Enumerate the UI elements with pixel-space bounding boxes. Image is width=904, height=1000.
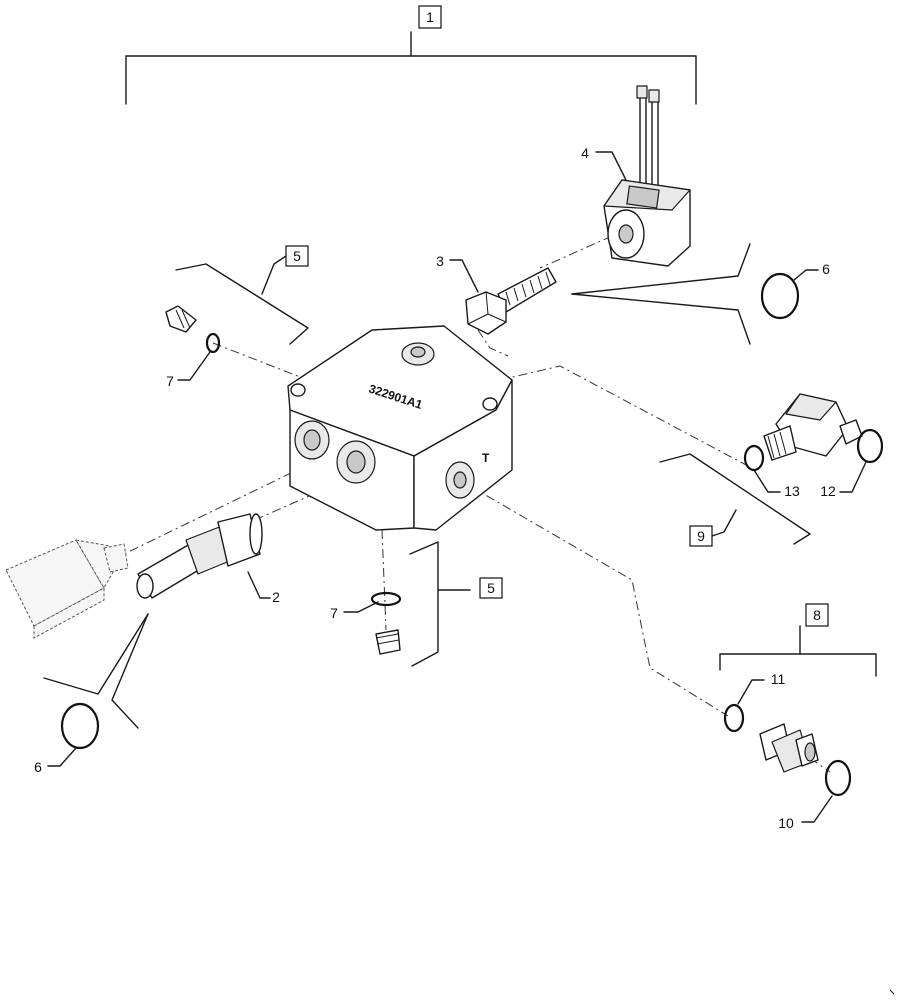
o-ring-7-top <box>205 332 221 354</box>
callout-9: 9 <box>697 528 705 544</box>
callout-6-left: 6 <box>34 759 42 775</box>
callout-8: 8 <box>813 607 821 623</box>
valve-block: 322901A1 T <box>287 325 513 531</box>
callout-11: 11 <box>771 671 786 687</box>
callout-5-upper: 5 <box>293 248 301 264</box>
o-ring-12 <box>856 428 884 464</box>
o-ring-10 <box>824 759 852 797</box>
callout-3: 3 <box>436 253 444 269</box>
callout-13-leader: 13 <box>753 469 800 499</box>
callout-5-lower-bracket: 5 <box>409 541 503 667</box>
callout-9-bracket: 9 <box>659 453 811 547</box>
sensor-ghost <box>5 539 129 639</box>
plug-bottom <box>375 629 401 655</box>
callout-7-lower: 7 <box>330 605 338 621</box>
callout-7-upper-leader: 7 <box>166 351 211 389</box>
callout-3-leader: 3 <box>436 253 479 293</box>
hex-bolt <box>465 267 557 335</box>
callout-10: 10 <box>778 815 794 831</box>
callout-12: 12 <box>820 483 836 499</box>
callout-10-leader: 10 <box>778 795 833 831</box>
o-ring-11 <box>723 703 745 733</box>
callout-4-leader: 4 <box>581 145 627 181</box>
callout-6-right: 6 <box>822 261 830 277</box>
leader-lines-6-right <box>571 243 751 345</box>
o-ring-7-bottom <box>370 591 402 607</box>
callout-13: 13 <box>784 483 800 499</box>
straight-fitting <box>759 723 819 773</box>
callout-6-right-leader: 6 <box>793 261 830 281</box>
o-ring-13 <box>743 444 765 472</box>
plug-top <box>165 305 197 333</box>
o-ring-6-left <box>60 702 100 750</box>
leader-lines-6-left <box>43 613 149 729</box>
callout-7-lower-leader: 7 <box>330 601 379 621</box>
port-marking: T <box>482 451 490 465</box>
callout-11-leader: 11 <box>737 671 786 705</box>
callout-8-bracket: 8 <box>719 603 877 677</box>
corner-mark <box>889 989 895 995</box>
callout-5-lower: 5 <box>487 580 495 596</box>
o-ring-6-right <box>760 272 800 320</box>
callout-5-upper-bracket: 5 <box>175 245 309 345</box>
solenoid-coil <box>603 85 691 267</box>
elbow-fitting <box>763 393 863 461</box>
relief-valve-cartridge <box>136 513 263 599</box>
assembly-bracket-1: 1 <box>125 5 697 105</box>
callout-6-left-leader: 6 <box>34 747 77 775</box>
callout-2-leader: 2 <box>247 571 280 605</box>
callout-7-upper: 7 <box>166 373 174 389</box>
callout-2: 2 <box>272 589 280 605</box>
callout-4: 4 <box>581 145 589 161</box>
callout-12-leader: 12 <box>820 461 867 499</box>
callout-1: 1 <box>426 9 434 25</box>
